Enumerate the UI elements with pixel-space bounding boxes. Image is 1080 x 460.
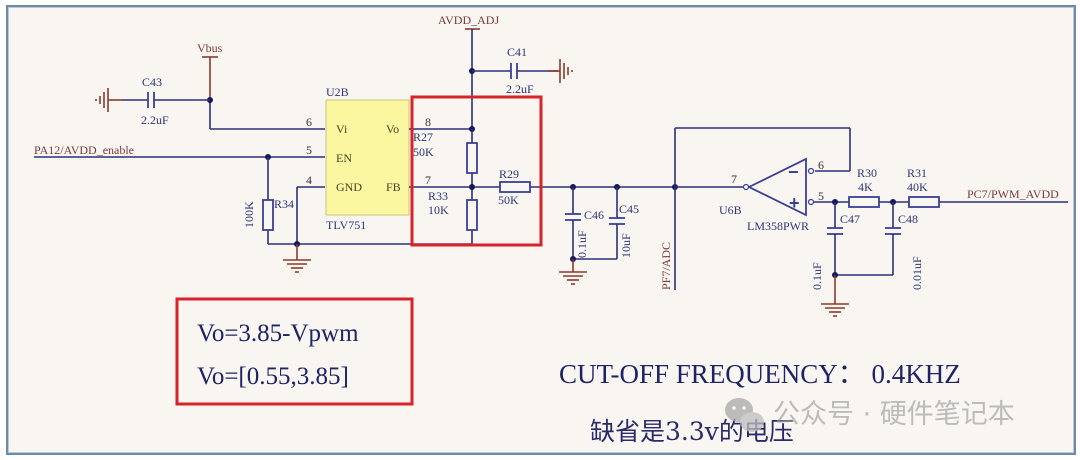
- pin-num-4: 4: [306, 173, 312, 187]
- pin-gnd: GND: [336, 180, 362, 194]
- pf7-adc-label: PF7/ADC: [659, 242, 673, 290]
- pin-fb: FB: [386, 180, 401, 194]
- r30-ref: R30: [857, 166, 877, 180]
- vbus-label: Vbus: [197, 41, 223, 55]
- equation-line-2: Vo=[0.55,3.85]: [197, 363, 349, 390]
- ground-icon: [559, 271, 587, 285]
- resistor-r27: R27 50K: [413, 130, 478, 174]
- r33-ref: R33: [428, 189, 448, 203]
- u6b-ref: U6B: [719, 203, 742, 217]
- capacitor-c48: C48 0.01uF: [885, 202, 924, 290]
- capacitor-c46: C46 0.1uF: [565, 184, 604, 259]
- c47-ref: C47: [840, 212, 860, 226]
- ground-icon: [95, 88, 109, 112]
- u2b-ref: U2B: [326, 85, 349, 99]
- inverting-input-sign: −: [788, 162, 799, 182]
- avdd-adj-label: AVDD_ADJ: [438, 13, 499, 27]
- c46-ref: C46: [584, 208, 604, 222]
- u6b-pin-out: 7: [731, 172, 737, 186]
- r31-ref: R31: [907, 166, 927, 180]
- avdd-adj-net: AVDD_ADJ: [438, 13, 499, 129]
- c43-ref: C43: [142, 75, 162, 89]
- cap-ground-net: [570, 256, 617, 272]
- c45-value: 10uF: [619, 233, 633, 258]
- pa12-net: PA12/AVDD_enable: [34, 143, 325, 244]
- r34-ref: R34: [274, 197, 294, 211]
- r27-ref: R27: [413, 130, 433, 144]
- r33-value: 10K: [428, 203, 449, 217]
- equation-line-1: Vo=3.85-Vpwm: [197, 320, 359, 347]
- capacitor-c43: C43 2.2uF: [108, 75, 210, 127]
- ground-icon: [821, 303, 849, 317]
- pin-vo: Vo: [386, 122, 399, 136]
- feedback-divider: [409, 126, 675, 244]
- u6b-pin-inv: 6: [818, 158, 824, 172]
- cutoff-frequency-note: CUT-OFF FREQUENCY： 0.4KHZ: [559, 359, 961, 389]
- u6b-pin-noninv: 5: [818, 189, 824, 203]
- resistor-r30: R30 4K: [848, 166, 880, 208]
- pa12-label: PA12/AVDD_enable: [34, 143, 134, 157]
- pc7-pwm-label: PC7/PWM_AVDD: [967, 187, 1059, 201]
- c45-ref: C45: [619, 202, 639, 216]
- c47-value: 0.1uF: [810, 262, 824, 290]
- pin-num-5: 5: [306, 143, 312, 157]
- u2b-part: TLV751: [326, 218, 366, 232]
- pin-num-6: 6: [306, 115, 312, 129]
- u6b-part: LM358PWR: [747, 219, 809, 233]
- pin-vi: Vi: [336, 122, 348, 136]
- ground-icon: [559, 59, 573, 83]
- pin-en: EN: [336, 151, 352, 165]
- r29-value: 50K: [498, 193, 519, 207]
- c41-ref: C41: [507, 45, 527, 59]
- pin-num-7: 7: [425, 173, 431, 187]
- c43-value: 2.2uF: [141, 113, 169, 127]
- highlight-box-divider: [410, 95, 543, 247]
- r30-value: 4K: [858, 180, 873, 194]
- capacitor-c47: C47 0.1uF: [810, 202, 860, 290]
- resistor-r31: R31 40K: [907, 166, 940, 208]
- pf7-adc-net: PF7/ADC: [659, 127, 851, 290]
- c48-ref: C48: [898, 212, 918, 226]
- c46-value: 0.1uF: [575, 230, 589, 258]
- r34-value: 100K: [242, 201, 256, 228]
- r31-value: 40K: [907, 180, 928, 194]
- resistor-r34: R34 100K: [242, 197, 294, 231]
- pin-num-8: 8: [425, 115, 431, 129]
- r29-ref: R29: [499, 167, 519, 181]
- equation-box: Vo=3.85-Vpwm Vo=[0.55,3.85]: [175, 297, 414, 406]
- ground-icon: [283, 259, 311, 273]
- wechat-icon: [725, 398, 764, 432]
- capacitor-c45: C45 10uF: [609, 184, 639, 259]
- chip-u2b: U2B TLV751 Vi EN GND Vo FB 6 5 4 8 7: [306, 85, 431, 232]
- opamp-u6b: − + 7 6 5 U6B LM358PWR: [719, 157, 824, 233]
- r27-value: 50K: [413, 145, 434, 159]
- noninverting-input-sign: +: [789, 193, 800, 213]
- c48-value: 0.01uF: [910, 256, 924, 290]
- c41-value: 2.2uF: [506, 82, 534, 96]
- watermark-text: 公众号 · 硬件笔记本: [773, 399, 1015, 430]
- resistor-r33: R33 10K: [428, 189, 478, 231]
- watermark: 公众号 · 硬件笔记本: [725, 398, 1015, 432]
- capacitor-c41: C41 2.2uF: [472, 45, 560, 96]
- filter-ground-net: [832, 272, 893, 304]
- resistor-r29: R29 50K: [498, 167, 531, 207]
